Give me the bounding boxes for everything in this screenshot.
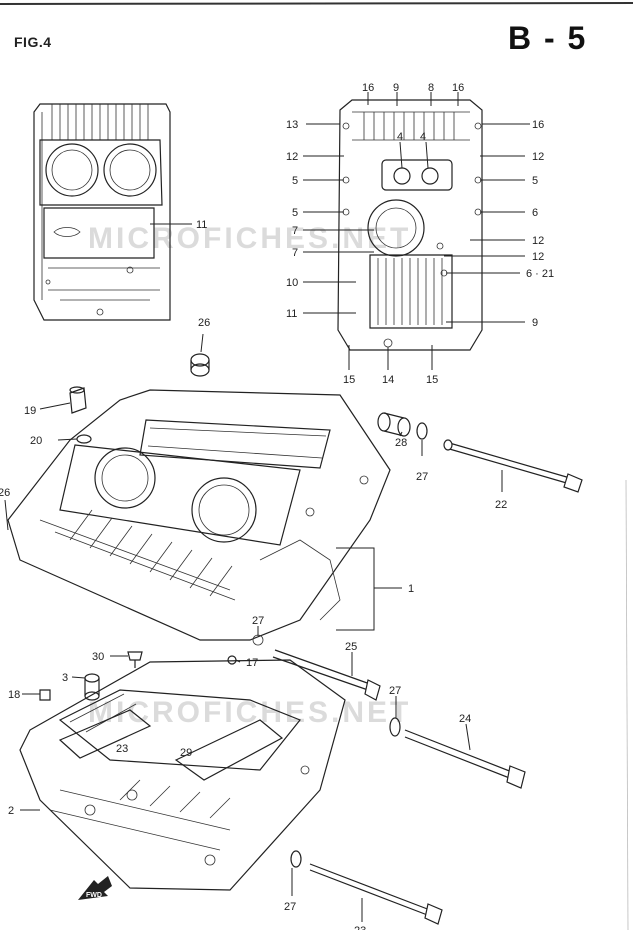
leader-lines xyxy=(4,92,530,922)
upper-crankcase xyxy=(7,389,391,646)
callout: 14 xyxy=(382,374,394,386)
callout: 27 xyxy=(252,615,264,627)
callout: 4 xyxy=(420,131,426,143)
callout: 18 xyxy=(8,689,20,701)
callout: 12 xyxy=(532,251,544,263)
callout: 7 xyxy=(292,247,298,259)
callout: 10 xyxy=(286,277,298,289)
callout: 27 xyxy=(389,685,401,697)
forward-arrow-icon: FWD xyxy=(78,876,112,900)
callout: 12 xyxy=(532,151,544,163)
callout: 30 xyxy=(92,651,104,663)
callout: 27 xyxy=(416,471,428,483)
callout: 23 xyxy=(116,743,128,755)
callout: 19 xyxy=(24,405,36,417)
callout: 11 xyxy=(286,308,297,320)
callout: 8 xyxy=(428,82,434,94)
fwd-arrow-label: FWD xyxy=(86,892,102,899)
crankcase-top-view xyxy=(33,103,171,321)
callout: 29 xyxy=(180,747,192,759)
small-parts xyxy=(39,353,583,925)
callout: 24 xyxy=(459,713,471,725)
callout: 20 xyxy=(30,435,42,447)
callout: 2 xyxy=(8,805,14,817)
callout: 15 xyxy=(343,374,355,386)
callout: 5 xyxy=(292,175,298,187)
callout: 26 xyxy=(0,487,10,499)
callout: 12 xyxy=(532,235,544,247)
callout: 11 xyxy=(196,219,207,231)
callout: 7 xyxy=(292,225,298,237)
figure-label: FIG.4 xyxy=(14,34,52,50)
callout: 22 xyxy=(495,499,507,511)
callout: 3 xyxy=(62,672,68,684)
callout: 4 xyxy=(397,131,403,143)
callout: 9 xyxy=(393,82,399,94)
callout: 5 xyxy=(292,207,298,219)
callout: 26 xyxy=(198,317,210,329)
callout: 6 · 21 xyxy=(526,268,554,280)
callout: 17 xyxy=(246,657,258,669)
callout: 23 xyxy=(354,925,366,930)
callout: 15 xyxy=(426,374,438,386)
callout: 1 xyxy=(408,583,414,595)
watermark-top: MICROFICHES.NET xyxy=(88,222,412,255)
callout: 16 xyxy=(362,82,374,94)
callout: 27 xyxy=(284,901,296,913)
callout-labels: 16 9 8 16 13 16 4 4 12 12 5 5 5 6 7 12 7… xyxy=(0,82,554,930)
callout: 25 xyxy=(345,641,357,653)
page-code: B - 5 xyxy=(508,20,588,56)
callout: 12 xyxy=(286,151,298,163)
crankcase-bottom-view xyxy=(337,99,483,351)
callout: 5 xyxy=(532,175,538,187)
callout: 16 xyxy=(452,82,464,94)
callout: 13 xyxy=(286,119,298,131)
callout: 6 xyxy=(532,207,538,219)
callout: 28 xyxy=(395,437,407,449)
lower-crankcase xyxy=(19,659,346,891)
watermark-bottom: MICROFICHES.NET xyxy=(88,696,412,729)
callout: 9 xyxy=(532,317,538,329)
callout: 16 xyxy=(532,119,544,131)
